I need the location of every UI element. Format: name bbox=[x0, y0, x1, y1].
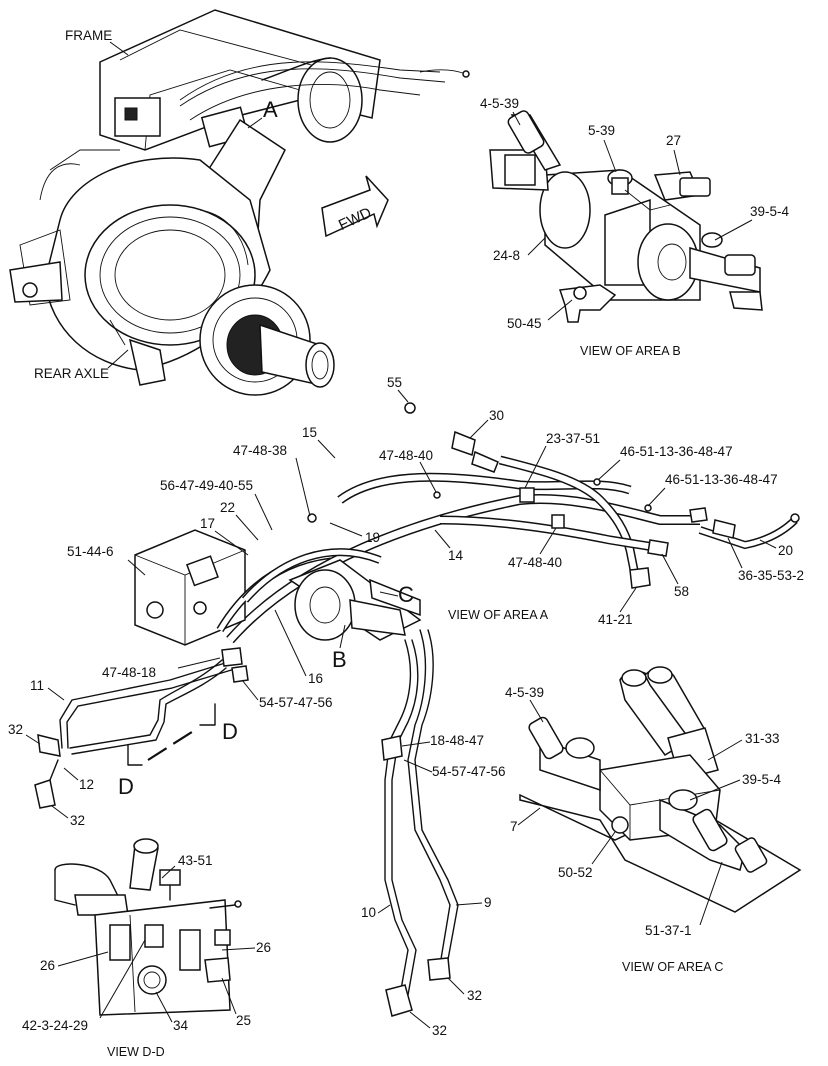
part-19: 19 bbox=[365, 530, 380, 545]
part-32-bottom-right: 32 bbox=[467, 988, 482, 1003]
part-39-5-4-c: 39-5-4 bbox=[742, 772, 782, 787]
part-18-48-47: 18-48-47 bbox=[430, 733, 484, 748]
part-30: 30 bbox=[489, 408, 504, 423]
part-7: 7 bbox=[510, 819, 518, 834]
section-d-d-marks bbox=[127, 703, 216, 766]
callout-a: A bbox=[263, 97, 278, 122]
area-a-illustration bbox=[34, 395, 800, 1017]
part-32-lower-left: 32 bbox=[70, 813, 85, 828]
frame-label: FRAME bbox=[65, 28, 112, 43]
part-54-57-47-56-left: 54-57-47-56 bbox=[259, 695, 333, 710]
area-b-illustration bbox=[489, 110, 763, 323]
part-55: 55 bbox=[387, 375, 402, 390]
part-20: 20 bbox=[778, 543, 793, 558]
callout-c: C bbox=[398, 582, 414, 607]
part-36-35-53-2: 36-35-53-2 bbox=[738, 568, 804, 583]
part-50-52: 50-52 bbox=[558, 865, 593, 880]
part-17: 17 bbox=[200, 516, 215, 531]
part-26-right: 26 bbox=[256, 940, 271, 955]
part-50-45: 50-45 bbox=[507, 316, 542, 331]
rear-axle-label: REAR AXLE bbox=[34, 366, 109, 381]
part-9: 9 bbox=[484, 895, 492, 910]
part-51-44-6: 51-44-6 bbox=[67, 544, 114, 559]
part-47-48-40-upper: 47-48-40 bbox=[379, 448, 433, 463]
part-27: 27 bbox=[666, 133, 681, 148]
part-43-51: 43-51 bbox=[178, 853, 213, 868]
part-15: 15 bbox=[302, 425, 317, 440]
callout-d-right: D bbox=[222, 719, 238, 744]
callout-d-left: D bbox=[118, 774, 134, 799]
part-12: 12 bbox=[79, 777, 94, 792]
callout-b: B bbox=[332, 647, 347, 672]
part-4-5-39-b: 4-5-39 bbox=[480, 96, 519, 111]
part-47-48-40-lower: 47-48-40 bbox=[508, 555, 562, 570]
view-area-b-label: VIEW OF AREA B bbox=[580, 344, 681, 358]
forward-direction-arrow: FWD bbox=[321, 175, 389, 238]
part-16: 16 bbox=[308, 671, 323, 686]
part-32-bottom: 32 bbox=[432, 1023, 447, 1038]
frame-and-rear-axle-illustration bbox=[9, 9, 470, 396]
view-d-d-label: VIEW D-D bbox=[107, 1045, 165, 1059]
part-41-21: 41-21 bbox=[598, 612, 633, 627]
part-47-48-18: 47-48-18 bbox=[102, 665, 156, 680]
view-d-d-illustration bbox=[54, 838, 242, 1016]
part-51-37-1: 51-37-1 bbox=[645, 923, 692, 938]
part-23-37-51: 23-37-51 bbox=[546, 431, 600, 446]
part-11: 11 bbox=[30, 678, 44, 693]
part-46-51-13-36-48-47-upper: 46-51-13-36-48-47 bbox=[620, 444, 733, 459]
part-42-3-24-29: 42-3-24-29 bbox=[22, 1018, 88, 1033]
part-26-left: 26 bbox=[40, 958, 55, 973]
area-c-illustration bbox=[519, 666, 802, 913]
part-22: 22 bbox=[220, 500, 235, 515]
part-58: 58 bbox=[674, 584, 689, 599]
part-46-51-13-36-48-47-lower: 46-51-13-36-48-47 bbox=[665, 472, 778, 487]
part-32-upper-left: 32 bbox=[8, 722, 23, 737]
part-34: 34 bbox=[173, 1018, 189, 1033]
part-25: 25 bbox=[236, 1013, 251, 1028]
part-39-5-4-b: 39-5-4 bbox=[750, 204, 790, 219]
part-10: 10 bbox=[361, 905, 376, 920]
part-4-5-39-c: 4-5-39 bbox=[505, 685, 544, 700]
part-24-8: 24-8 bbox=[493, 248, 520, 263]
part-54-57-47-56-right: 54-57-47-56 bbox=[432, 764, 506, 779]
part-31-33: 31-33 bbox=[745, 731, 780, 746]
view-area-a-label: VIEW OF AREA A bbox=[448, 608, 549, 622]
part-5-39-b: 5-39 bbox=[588, 123, 615, 138]
part-14: 14 bbox=[448, 548, 464, 563]
part-56-47-49-40-55: 56-47-49-40-55 bbox=[160, 478, 253, 493]
view-area-c-label: VIEW OF AREA C bbox=[622, 960, 723, 974]
part-47-48-38: 47-48-38 bbox=[233, 443, 287, 458]
